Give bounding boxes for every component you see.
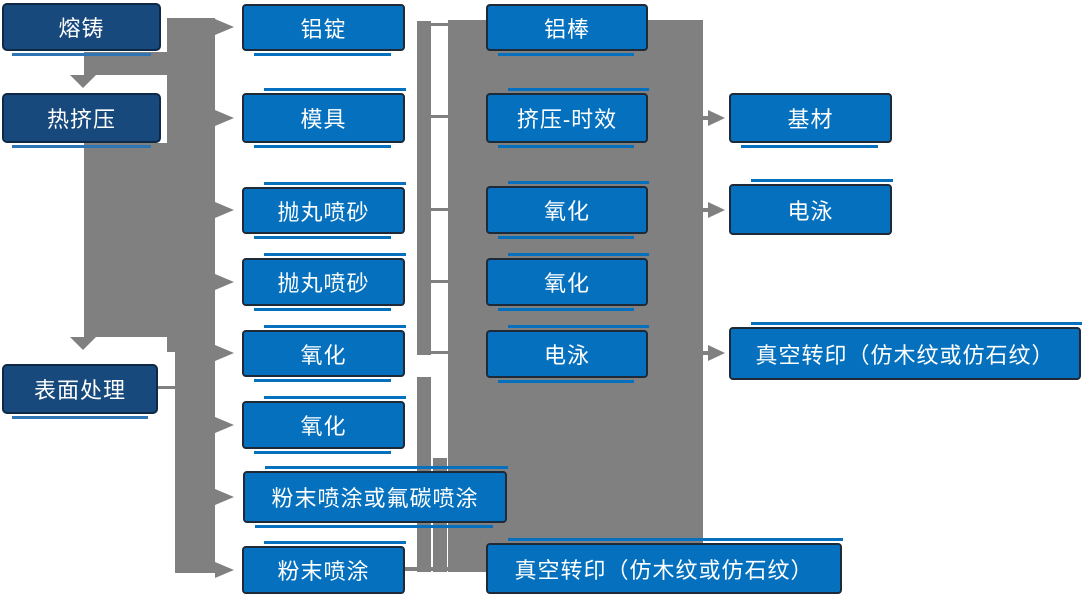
- flow-node-label: 熔铸: [58, 16, 105, 41]
- flow-node-label: 真空转印（仿木纹或仿石纹）: [514, 557, 814, 583]
- flow-node-step-mold: 模具: [242, 88, 406, 148]
- accent-line: [508, 88, 649, 91]
- flow-node-label: 基材: [787, 107, 834, 132]
- flow-node-label: 挤压-时效: [516, 107, 618, 132]
- accent-line: [264, 253, 406, 256]
- arrow-right-icon: [215, 417, 234, 433]
- arrow-right-icon: [215, 202, 234, 218]
- accent-line: [508, 253, 649, 256]
- accent-line: [498, 53, 634, 56]
- accent-line: [498, 236, 634, 239]
- arrow-right-icon: [215, 110, 234, 126]
- stage-band-left-top: [84, 52, 167, 75]
- accent-line: [264, 182, 406, 185]
- accent-line: [12, 416, 148, 419]
- flow-node-step-vacuum-transfer-bottom: 真空转印（仿木纹或仿石纹）: [486, 538, 843, 594]
- arrow-right-icon: [215, 562, 234, 578]
- accent-line: [751, 322, 1082, 325]
- flow-node-step-electrophoresis-a: 电泳: [486, 325, 649, 383]
- accent-line: [254, 53, 391, 56]
- accent-line: [498, 308, 634, 311]
- accent-line: [254, 451, 391, 454]
- flow-node-step-vacuum-transfer-right: 真空转印（仿木纹或仿石纹）: [729, 322, 1082, 380]
- flow-node-step-aluminum-rod: 铝棒: [486, 4, 648, 56]
- flow-node-step-oxidation-b: 氧化: [242, 396, 406, 454]
- arrow-right-icon: [708, 345, 725, 361]
- arrow-right-icon: [215, 19, 234, 35]
- flow-node-label: 真空转印（仿木纹或仿石纹）: [755, 342, 1055, 368]
- arrow-tail: [700, 208, 710, 212]
- flow-node-label: 铝棒: [543, 16, 590, 42]
- accent-line: [498, 145, 634, 148]
- flow-node-label: 抛丸喷砂: [277, 199, 370, 225]
- flow-node-label: 氧化: [543, 271, 590, 296]
- panel-link: [430, 115, 449, 118]
- arrow-right-icon: [215, 345, 234, 361]
- accent-line: [254, 379, 391, 382]
- flow-node-label: 电泳: [543, 343, 590, 368]
- arrow-tail: [700, 351, 710, 355]
- flow-node-stage-melting: 熔铸: [2, 3, 161, 56]
- accent-line: [265, 466, 508, 469]
- panel-link: [430, 208, 449, 211]
- panel-link: [430, 23, 449, 26]
- flow-node-label: 电泳: [787, 198, 834, 224]
- accent-line: [508, 538, 843, 541]
- accent-line: [741, 145, 878, 148]
- bottom-row-link: [405, 567, 487, 571]
- accent-line: [751, 179, 893, 182]
- accent-line: [508, 325, 649, 328]
- flow-node-step-oxidation-d: 氧化: [486, 253, 649, 311]
- accent-line: [254, 145, 391, 148]
- flow-node-step-oxidation-a: 氧化: [242, 325, 406, 382]
- accent-line: [254, 236, 391, 239]
- flow-node-label: 热挤压: [46, 107, 116, 132]
- flow-node-label: 氧化: [543, 199, 590, 224]
- flow-node-step-powder-or-fluorocarbon: 粉末喷涂或氟碳喷涂: [243, 466, 508, 528]
- flow-node-step-shot-blasting-1: 抛丸喷砂: [242, 182, 406, 239]
- accent-line: [254, 308, 391, 311]
- arrow-down-icon: [70, 75, 96, 88]
- stage-band-right: [167, 18, 215, 352]
- flow-node-label: 抛丸喷砂: [277, 271, 370, 296]
- flow-node-label: 模具: [300, 107, 347, 132]
- flow-node-label: 氧化: [300, 414, 347, 439]
- flow-node-stage-hot-extrusion: 热挤压: [2, 93, 161, 148]
- accent-line: [12, 53, 151, 56]
- flow-node-label: 粉末喷涂: [277, 559, 370, 584]
- flow-node-step-shot-blasting-2: 抛丸喷砂: [242, 253, 406, 311]
- flow-node-label: 氧化: [300, 342, 347, 368]
- panel-link: [430, 351, 449, 354]
- flow-node-step-aluminum-ingot: 铝锭: [242, 4, 405, 56]
- stage-band-left-bottom: [84, 143, 167, 337]
- arrow-down-icon: [70, 337, 96, 350]
- arrow-right-icon: [215, 274, 234, 290]
- accent-line: [255, 525, 493, 528]
- arrow-right-icon: [708, 202, 725, 218]
- flow-node-step-electrophoresis-b: 电泳: [729, 179, 893, 235]
- flow-node-label: 铝锭: [300, 16, 347, 42]
- flow-node-stage-surface-treatment: 表面处理: [2, 364, 158, 419]
- surface-branch-band: [175, 350, 215, 573]
- accent-line: [264, 88, 406, 91]
- surface-treatment-link: [158, 386, 175, 389]
- flow-node-step-oxidation-c: 氧化: [486, 181, 649, 239]
- accent-line: [264, 541, 406, 544]
- accent-line: [264, 396, 406, 399]
- flow-node-label: 表面处理: [33, 378, 126, 403]
- flow-node-label: 粉末喷涂或氟碳喷涂: [271, 486, 479, 511]
- accent-line: [508, 181, 649, 184]
- panel-link: [430, 280, 449, 283]
- arrow-right-icon: [708, 110, 725, 126]
- flow-node-step-base-material: 基材: [729, 93, 892, 148]
- arrow-tail: [700, 116, 710, 120]
- flow-node-step-extrusion-aging: 挤压-时效: [486, 88, 649, 148]
- arrow-right-icon: [215, 489, 234, 505]
- accent-line: [12, 145, 151, 148]
- accent-line: [498, 380, 634, 383]
- collector-bar-upper: [417, 21, 431, 355]
- accent-line: [264, 325, 406, 328]
- flow-node-step-powder-coating: 粉末喷涂: [242, 541, 406, 594]
